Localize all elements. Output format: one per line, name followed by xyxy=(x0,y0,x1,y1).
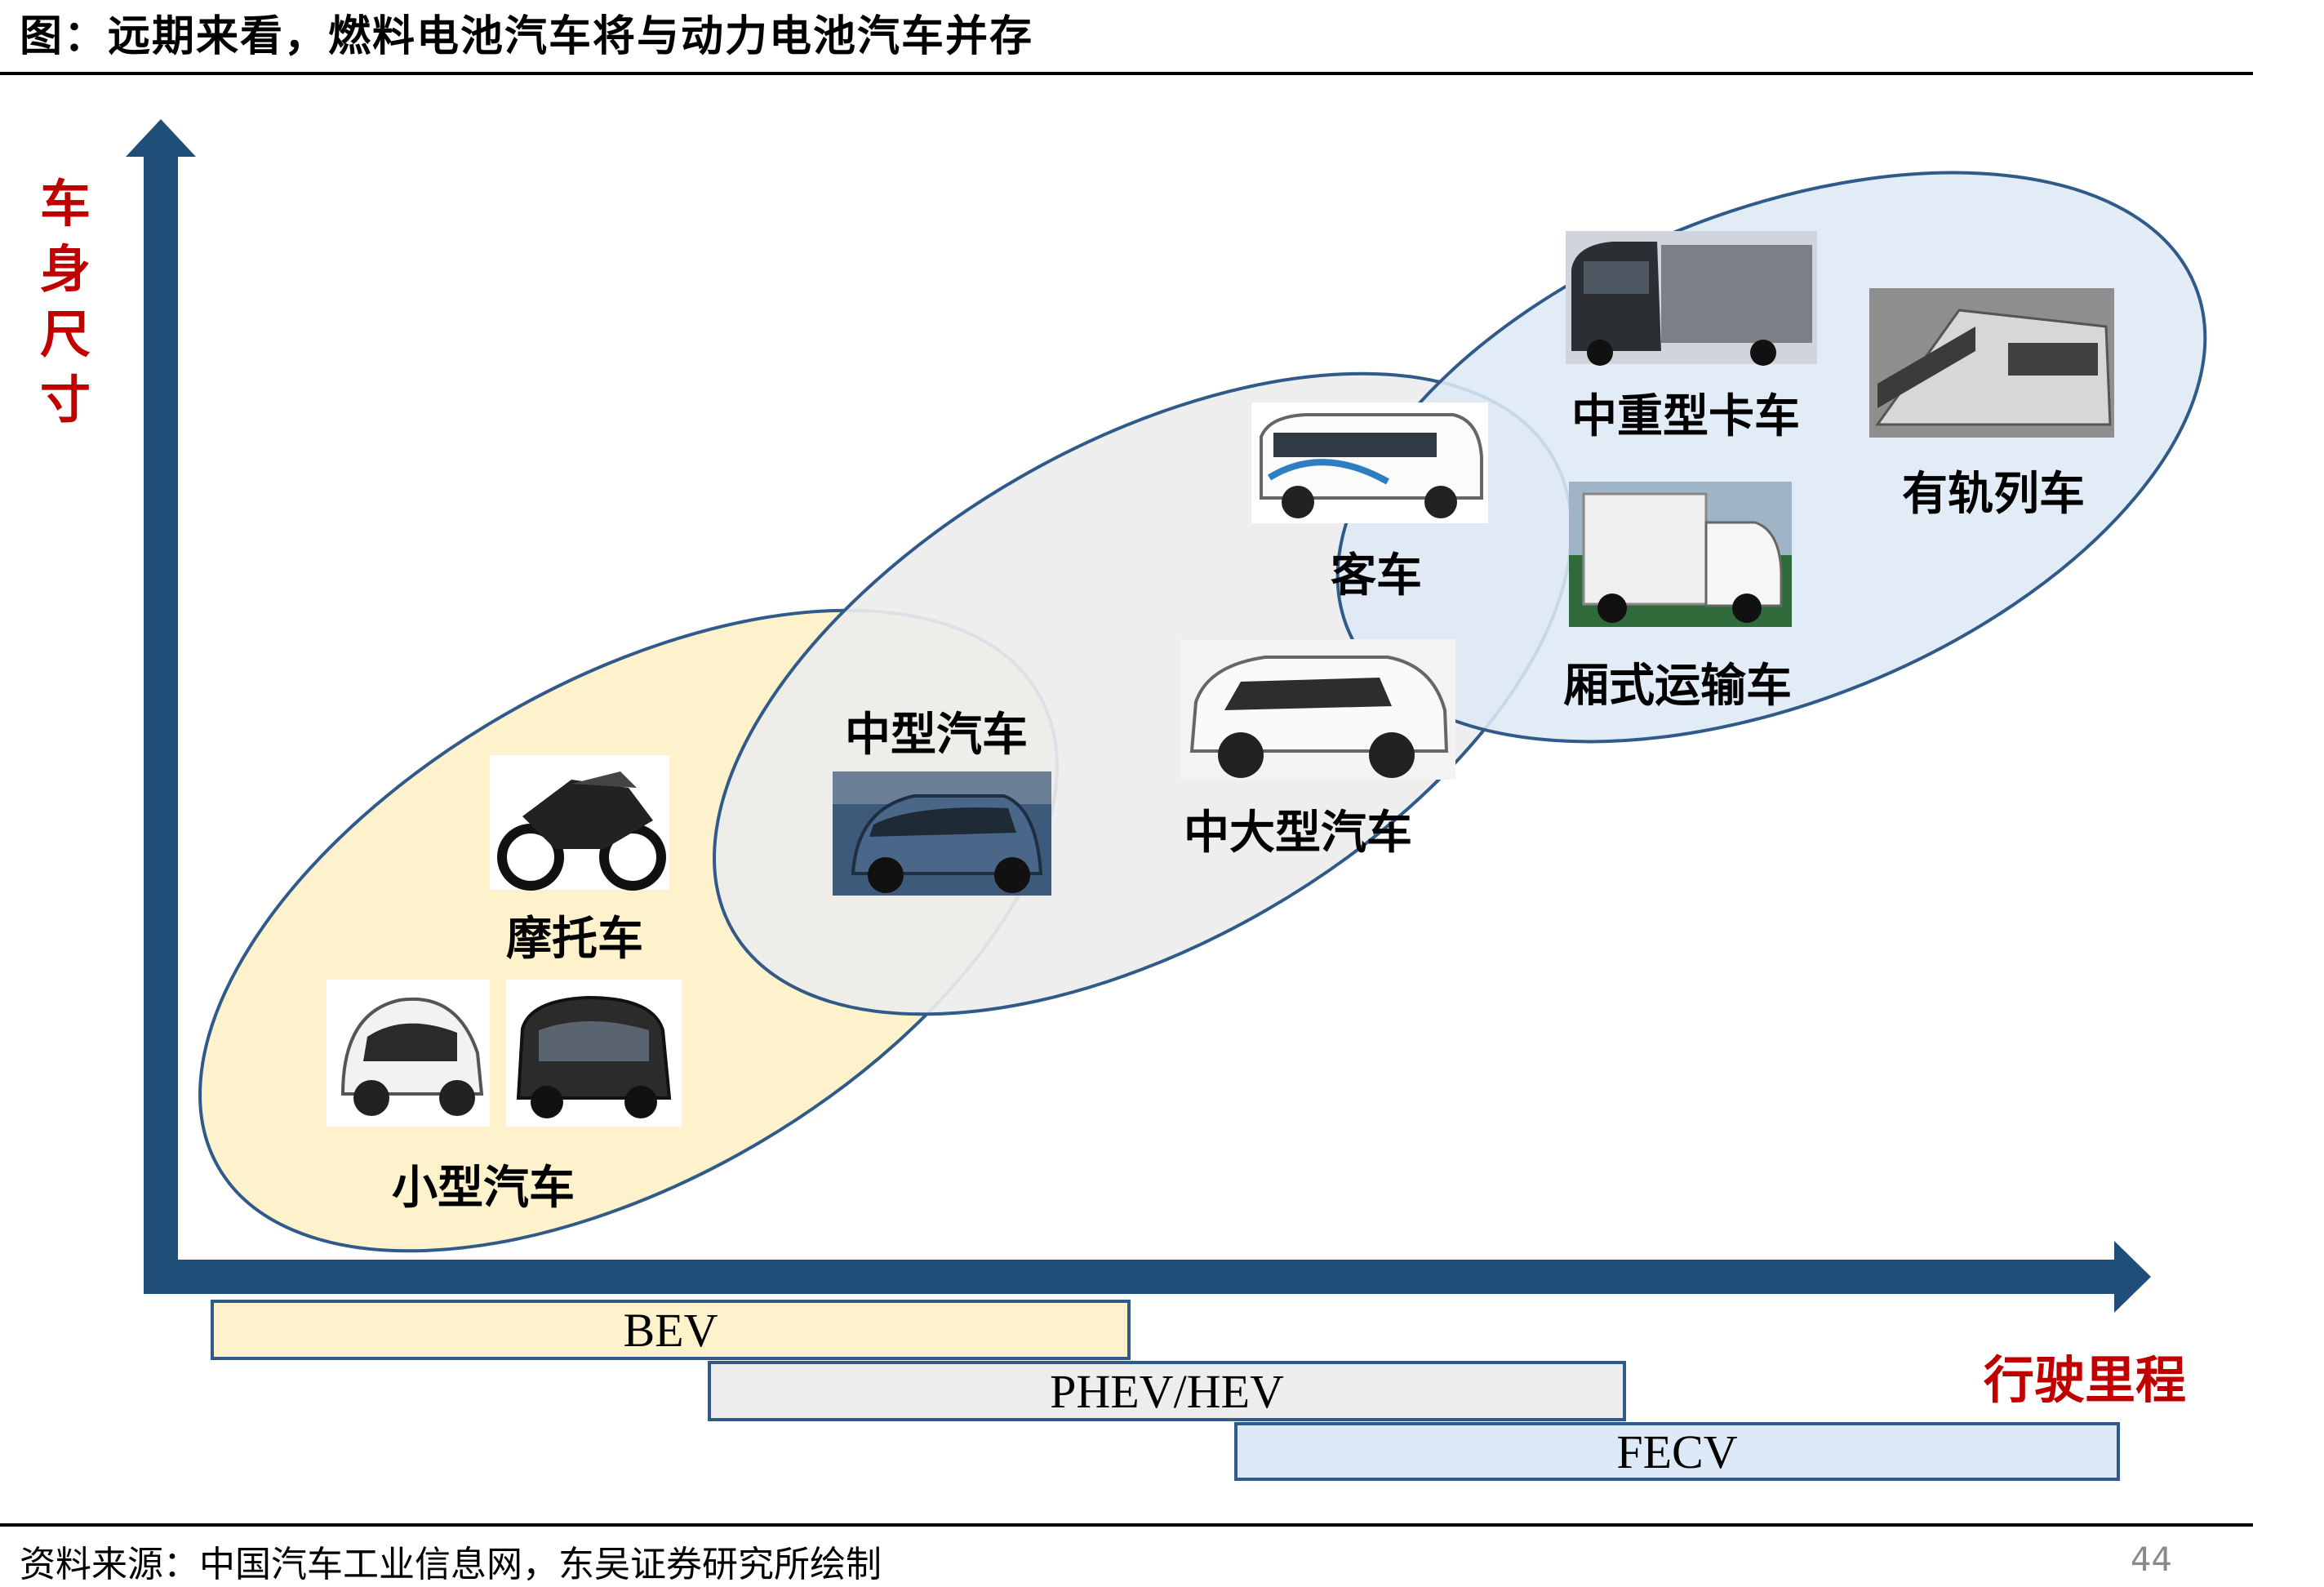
heavy-truck-image xyxy=(1566,231,1817,366)
label-rail: 有轨列车 xyxy=(1902,457,2085,523)
large-car-image xyxy=(1180,639,1455,780)
label-heavy-truck: 中重型卡车 xyxy=(1571,380,1800,446)
label-small-car: 小型汽车 xyxy=(392,1151,575,1217)
label-mid-car: 中型汽车 xyxy=(845,698,1028,764)
x-axis-label: 行驶里程 xyxy=(1984,1339,2186,1412)
x-axis-arrowhead xyxy=(2114,1241,2151,1313)
label-large-car: 中大型汽车 xyxy=(1184,796,1412,862)
label-box-truck: 厢式运输车 xyxy=(1563,649,1792,715)
bottom-rule xyxy=(0,1523,2253,1527)
label-motorcycle: 摩托车 xyxy=(506,902,643,968)
small-car-image-1 xyxy=(327,980,490,1127)
small-car-image-2 xyxy=(506,980,682,1127)
y-axis xyxy=(144,147,178,1294)
rail-train-image xyxy=(1869,288,2114,438)
motorcycle-image xyxy=(490,755,669,890)
x-axis xyxy=(144,1260,2119,1294)
phev-bar-label: PHEV/HEV xyxy=(1050,1364,1284,1419)
mid-car-image xyxy=(833,771,1051,896)
source-note: 资料来源：中国汽车工业信息网，东吴证券研究所绘制 xyxy=(20,1535,882,1587)
bev-bar-label: BEV xyxy=(624,1303,718,1358)
y-axis-arrowhead xyxy=(126,119,196,157)
page-number: 44 xyxy=(2131,1541,2172,1579)
phev-range-bar: PHEV/HEV xyxy=(708,1361,1626,1421)
label-bus: 客车 xyxy=(1331,539,1422,605)
fecv-range-bar: FECV xyxy=(1234,1422,2120,1481)
y-axis-label: 车身尺寸 xyxy=(33,171,98,433)
fecv-bar-label: FECV xyxy=(1616,1425,1737,1479)
bev-range-bar: BEV xyxy=(211,1300,1131,1360)
bus-image xyxy=(1251,402,1488,523)
box-truck-image xyxy=(1569,482,1792,627)
